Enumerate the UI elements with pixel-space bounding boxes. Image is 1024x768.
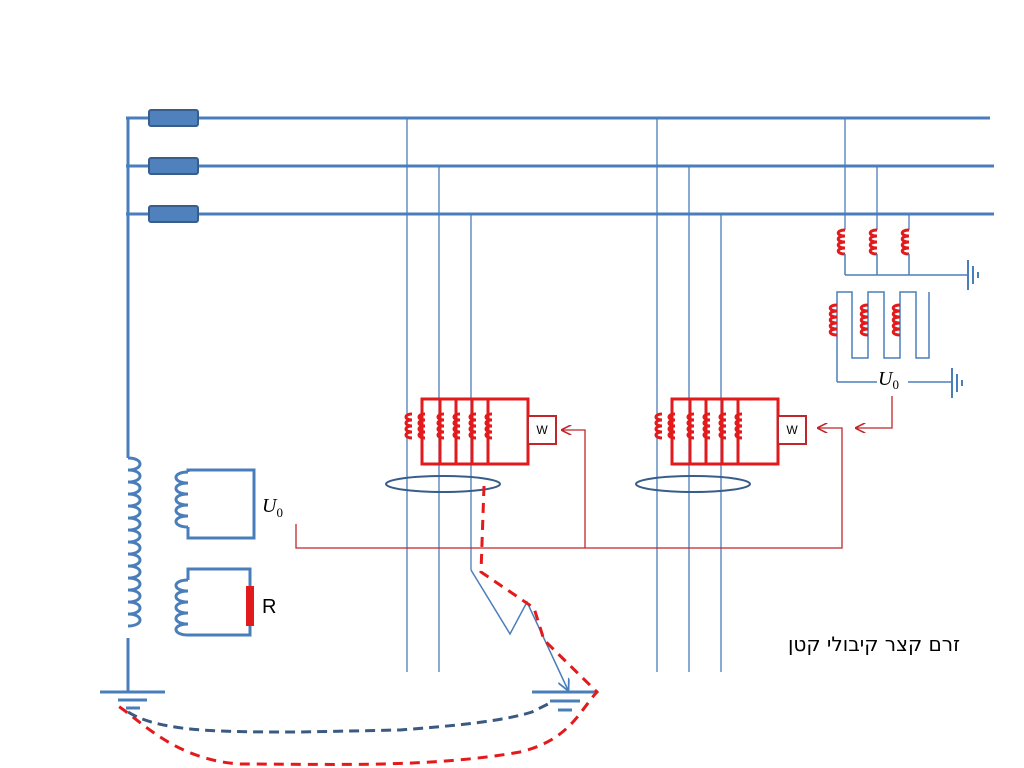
fuses (148, 109, 199, 223)
vt-primary-star (844, 254, 968, 276)
fuse-2 (148, 157, 199, 175)
ground-source (100, 690, 165, 710)
feeder-1-core-balance-ct (385, 475, 501, 493)
wattmeter-1: W (527, 415, 557, 445)
source-winding (126, 456, 142, 692)
svg-text:W: W (536, 423, 548, 437)
wattmeter-2: W (777, 415, 807, 445)
svg-text:W: W (786, 423, 798, 437)
vt-secondary-wiring (836, 291, 952, 383)
vt-secondary-coil-1 (828, 303, 838, 337)
feeder-2-core-balance-ct (635, 475, 751, 493)
vt-primary-coil-3 (900, 228, 910, 256)
vt-secondary-coil-2 (859, 303, 869, 337)
vt-primary-coil-1 (836, 228, 846, 256)
caption: זרם קצר קיבולי קטן (787, 632, 960, 656)
earth-fault-arc (470, 569, 568, 690)
fault-current-path-blue (127, 702, 549, 734)
ground-symbol-vt-primary (967, 260, 979, 290)
vt-secondary-coils (828, 303, 901, 337)
vt-primary-coil-2 (868, 228, 878, 256)
aux-winding-u0 (174, 468, 256, 540)
u0-label-right: U0 (878, 368, 899, 392)
aux-winding-resistor (174, 567, 252, 637)
fuse-1 (148, 109, 199, 127)
feeder-2-ct-coils (654, 412, 743, 440)
ground-symbol-vt-secondary (951, 368, 963, 398)
fuse-3 (148, 205, 199, 223)
vt-secondary-coil-3 (891, 303, 901, 337)
u0-label-left: U0 (262, 495, 283, 520)
feeder-1-ct-coils (404, 412, 493, 440)
u0-reference-wiring (295, 428, 843, 549)
fault-current-path-red (117, 485, 600, 766)
resistor-label: R (262, 596, 276, 618)
resistor-r (246, 586, 254, 626)
busbars (126, 116, 994, 458)
vt-primary-coils (836, 228, 910, 256)
u0-signal-wire-right (856, 396, 893, 428)
